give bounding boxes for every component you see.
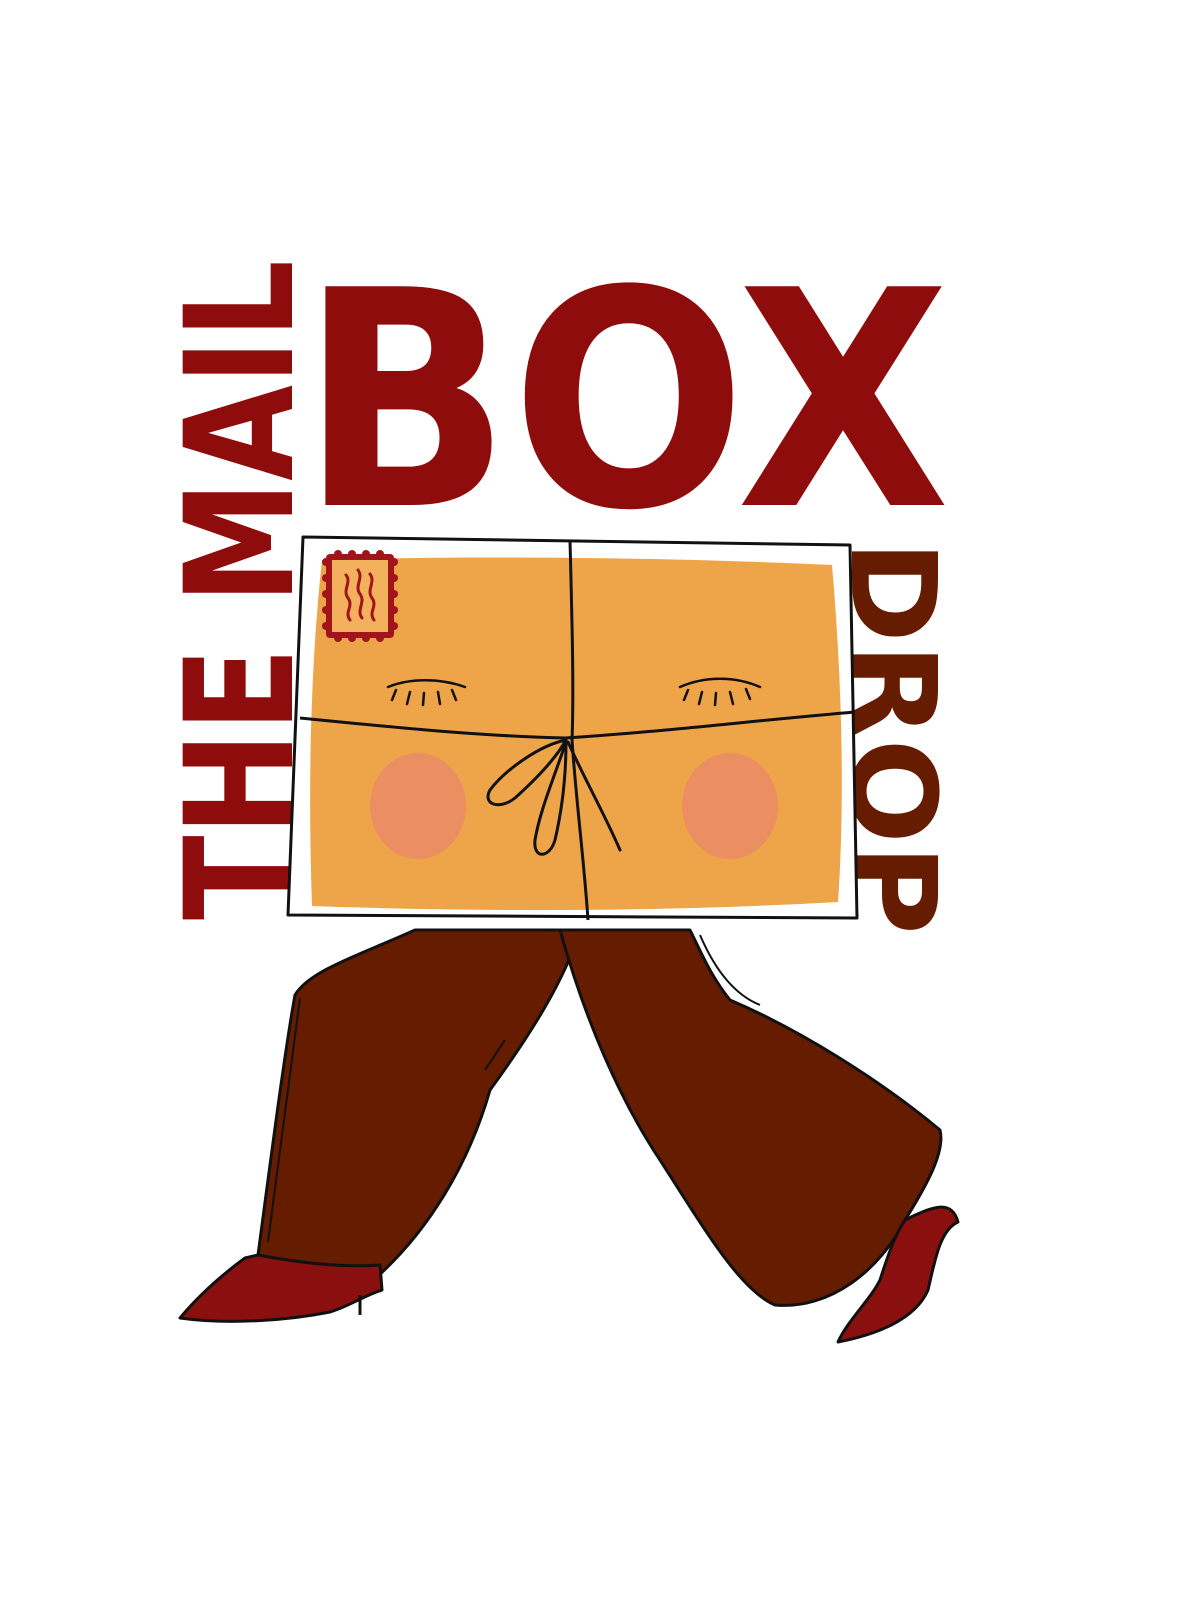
blush-right: [682, 753, 778, 859]
boots: [178, 1205, 960, 1344]
trouser-leg-right: [558, 928, 943, 1307]
string-bow-icon: [486, 738, 622, 856]
parcel-box: [286, 535, 859, 921]
postage-stamp-icon: [322, 550, 398, 642]
boot-left: [178, 1253, 384, 1323]
closed-eye-icon-right: [678, 677, 762, 707]
boot-right: [836, 1205, 960, 1344]
closed-eye-icon: [386, 679, 467, 707]
parcel-string-horizontal: [299, 710, 856, 740]
trouser-leg-left: [256, 928, 582, 1285]
blush-left: [370, 753, 466, 859]
parcel-string-vertical: [568, 539, 590, 921]
trousers: [256, 928, 943, 1307]
headline-box: BOX: [300, 227, 950, 576]
